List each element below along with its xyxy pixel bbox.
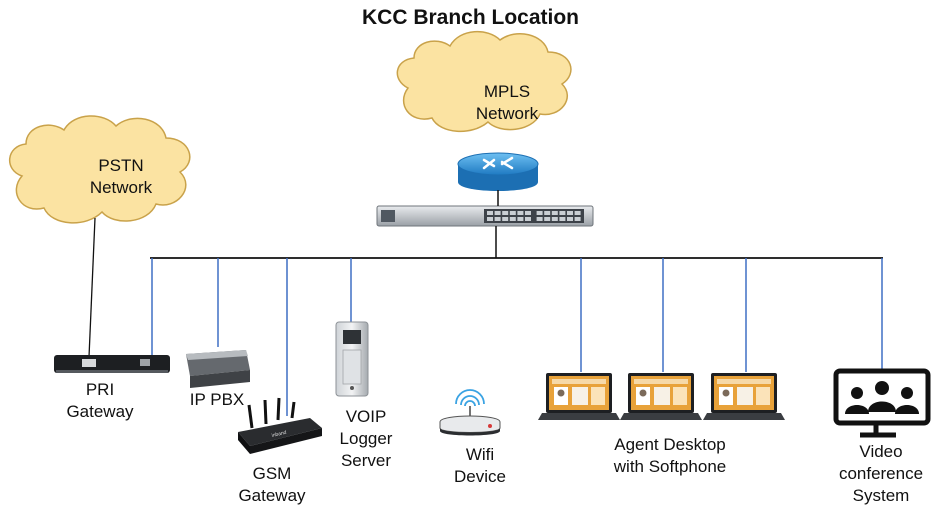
mpls-line-1: MPLS [483, 82, 531, 101]
mpls-cloud [396, 30, 572, 133]
laptop-icon [703, 373, 785, 420]
switch-port [574, 217, 581, 221]
switch-port [502, 211, 509, 215]
pstn-line-1: PSTN [98, 156, 144, 175]
gsm-line-1: GSM [252, 464, 292, 483]
switch-port [517, 211, 524, 215]
agent-line-2: with Softphone [613, 457, 727, 476]
switch-port [502, 217, 509, 221]
voip-line-3: Server [340, 451, 392, 470]
video-line-2: conference [838, 464, 924, 483]
ip-pbx-label: IP PBX [180, 389, 254, 411]
wifi-line-1: Wifi [465, 445, 495, 464]
pbx-line-1: IP PBX [189, 390, 245, 409]
wifi-router-icon [439, 389, 501, 436]
switch-port [525, 211, 531, 215]
video-line-3: System [852, 486, 910, 505]
router-icon [457, 152, 539, 191]
switch-port [567, 211, 573, 215]
switch-port [517, 217, 524, 221]
mpls-line-2: Network [475, 104, 539, 123]
pri-gateway-icon [54, 355, 170, 373]
voip-line-2: Logger [339, 429, 393, 448]
switch-port [487, 217, 493, 221]
pstn-cloud-label: PSTN Network [66, 155, 176, 199]
wifi-device-label: Wifi Device [440, 444, 520, 488]
switch-port [494, 211, 501, 215]
agent-laptops [538, 373, 785, 420]
ip-pbx-icon [186, 350, 250, 388]
video-conference-icon [833, 368, 931, 438]
gsm-gateway-icon: inband [238, 397, 322, 454]
pri-line-2: Gateway [66, 402, 134, 421]
pstn-pri-link [88, 217, 96, 358]
video-line-1: Video [859, 442, 903, 461]
agent-line-1: Agent Desktop [614, 435, 726, 454]
network-switch-icon [376, 205, 594, 227]
gsm-line-2: Gateway [238, 486, 306, 505]
pri-line-1: PRI [85, 380, 115, 399]
switch-port [536, 217, 543, 221]
laptop-icon [620, 373, 702, 420]
svg-text:inband: inband [271, 430, 287, 439]
switch-port [544, 211, 551, 215]
voip-logger-label: VOIP Logger Server [322, 406, 410, 472]
switch-port [567, 217, 573, 221]
switch-port [487, 211, 493, 215]
switch-port [559, 217, 566, 221]
switch-port [551, 217, 558, 221]
switch-port [536, 211, 543, 215]
switch-port [494, 217, 501, 221]
gsm-gateway-label: GSM Gateway [222, 463, 322, 507]
diagram-title: KCC Branch Location [361, 6, 579, 29]
switch-port [509, 217, 516, 221]
switch-ports [487, 211, 581, 221]
server-tower-icon [335, 321, 369, 397]
pstn-line-2: Network [89, 178, 153, 197]
switch-port [509, 211, 516, 215]
switch-port [551, 211, 558, 215]
switch-port [574, 211, 581, 215]
wifi-line-2: Device [454, 467, 506, 486]
video-conference-label: Video conference System [822, 441, 940, 507]
switch-port [525, 217, 531, 221]
switch-port [544, 217, 551, 221]
pstn-cloud [9, 115, 191, 224]
voip-line-1: VOIP [345, 407, 387, 426]
laptop-icon [538, 373, 620, 420]
agent-desktop-label: Agent Desktop with Softphone [570, 434, 770, 478]
mpls-cloud-label: MPLS Network [452, 81, 562, 125]
switch-port [559, 211, 566, 215]
pri-gateway-label: PRI Gateway [45, 379, 155, 423]
device-links [151, 258, 883, 416]
